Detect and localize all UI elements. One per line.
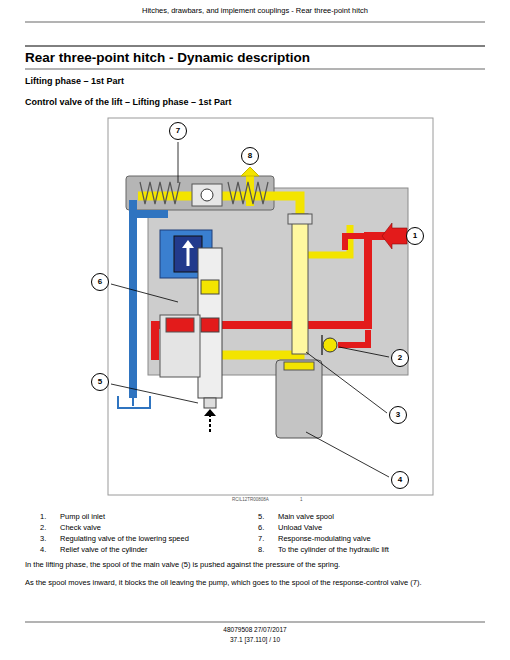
legend-item: Response-modulating valve — [278, 534, 488, 543]
callout-number: 4 — [391, 471, 409, 489]
valve-part — [201, 189, 213, 201]
valve-part — [228, 182, 268, 204]
leader-line — [306, 432, 389, 477]
callout-number: 2 — [391, 349, 409, 367]
legend-item: 8. — [258, 545, 276, 554]
leader-line — [178, 142, 179, 183]
callout-text: 3 — [396, 411, 400, 419]
valve-part — [382, 223, 407, 249]
running-header: Hitches, drawbars, and implement couplin… — [0, 6, 510, 15]
valve-part — [201, 280, 219, 294]
valve-part — [166, 318, 194, 332]
valve-part — [276, 360, 322, 438]
leader-line — [25, 46, 485, 47]
legend-item: To the cylinder of the hydraulic lift — [278, 545, 488, 554]
valve-part — [192, 184, 222, 206]
leader-line — [111, 284, 178, 302]
body-text: As the spool moves inward, it blocks the… — [25, 578, 485, 587]
section-heading: Lifting phase – 1st Part — [25, 76, 485, 87]
callout-text: 8 — [248, 152, 252, 160]
valve-part — [198, 248, 222, 398]
callout-number: 5 — [91, 373, 109, 391]
valve-part — [284, 362, 314, 370]
valve-part — [345, 236, 368, 250]
callout-number: 3 — [389, 406, 407, 424]
legend-item: 1. — [40, 512, 58, 521]
callout-number: 1 — [406, 227, 424, 245]
valve-part — [338, 330, 368, 345]
valve-part — [209, 414, 211, 432]
valve-part — [288, 214, 312, 224]
leader-line — [25, 622, 485, 623]
callout-text: 6 — [98, 278, 102, 286]
valve-part — [118, 396, 150, 408]
legend-item: Check valve — [60, 523, 250, 532]
callout-number: 7 — [169, 122, 187, 140]
valve-part — [140, 182, 180, 204]
valve-part — [133, 210, 168, 218]
valve-part — [323, 338, 337, 352]
legend-item: 5. — [258, 512, 276, 521]
callout-text: 2 — [398, 354, 402, 362]
valve-part — [292, 214, 308, 354]
valve-part — [204, 398, 216, 408]
valve-part — [201, 318, 219, 332]
legend-item: 4. — [40, 545, 58, 554]
callout-text: 5 — [98, 378, 102, 386]
legend-item: 3. — [40, 534, 58, 543]
footer-text: 48079508 27/07/2017 — [0, 626, 510, 634]
callout-text: 4 — [398, 476, 402, 484]
callout-text: 7 — [176, 127, 180, 135]
callout-text: 1 — [413, 232, 417, 240]
legend-item: Relief valve of the cylinder — [60, 545, 250, 554]
valve-part — [204, 409, 216, 416]
footer-text: 37.1 [37.110] / 10 — [0, 636, 510, 644]
legend-item: 7. — [258, 534, 276, 543]
leader-line — [306, 352, 387, 413]
leader-line — [132, 398, 134, 406]
leader-line — [25, 22, 485, 23]
legend-item: Regulating valve of the lowering speed — [60, 534, 250, 543]
legend-item: 2. — [40, 523, 58, 532]
section-heading: Control valve of the lift – Lifting phas… — [25, 97, 485, 108]
page-title: Rear three-point hitch - Dynamic descrip… — [25, 50, 310, 67]
footer-text: RCIL12TR00808A — [232, 497, 292, 503]
footer-text: 1 — [300, 497, 310, 503]
legend-item: Main valve spool — [278, 512, 488, 521]
valve-part — [241, 167, 259, 176]
valve-part — [321, 335, 323, 355]
valve-part — [182, 240, 194, 248]
callout-number: 8 — [241, 147, 259, 165]
valve-part — [160, 315, 200, 377]
legend-item: 6. — [258, 523, 276, 532]
leader-line — [111, 384, 198, 403]
leader-line — [25, 69, 485, 70]
valve-part — [108, 118, 433, 495]
legend-item: Unload Valve — [278, 523, 488, 532]
valve-part — [129, 200, 137, 398]
body-text: In the lifting phase, the spool of the m… — [25, 560, 485, 569]
legend-item: Pump oil inlet — [60, 512, 250, 521]
callout-number: 6 — [91, 273, 109, 291]
leader-line — [339, 347, 389, 357]
valve-part — [187, 246, 190, 266]
